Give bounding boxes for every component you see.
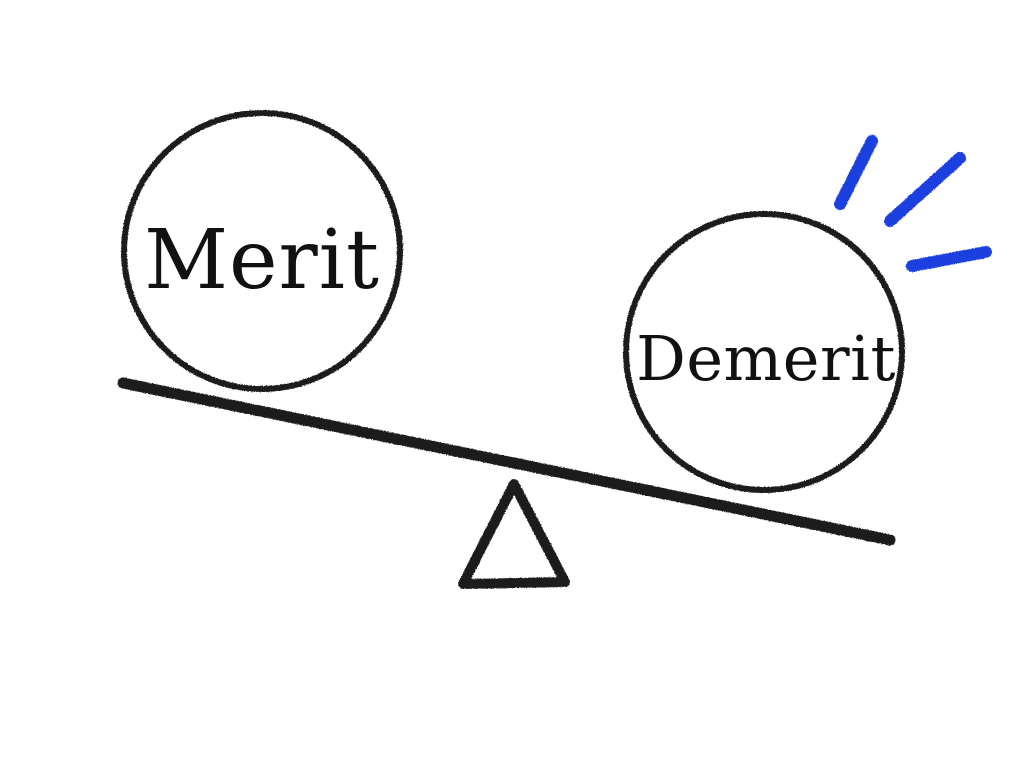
demerit-label: Demerit	[636, 322, 896, 395]
demerit-circle	[623, 211, 905, 493]
burst-line	[884, 152, 966, 227]
burst-line	[906, 246, 992, 272]
fulcrum-triangle-icon	[458, 479, 570, 589]
merit-weight: Merit	[121, 110, 403, 392]
merit-label: Merit	[144, 213, 380, 308]
burst-lines-icon	[834, 135, 992, 272]
seesaw-plank	[117, 377, 896, 546]
merit-circle	[121, 110, 403, 392]
burst-line	[834, 135, 878, 210]
demerit-weight: Demerit	[623, 211, 905, 493]
